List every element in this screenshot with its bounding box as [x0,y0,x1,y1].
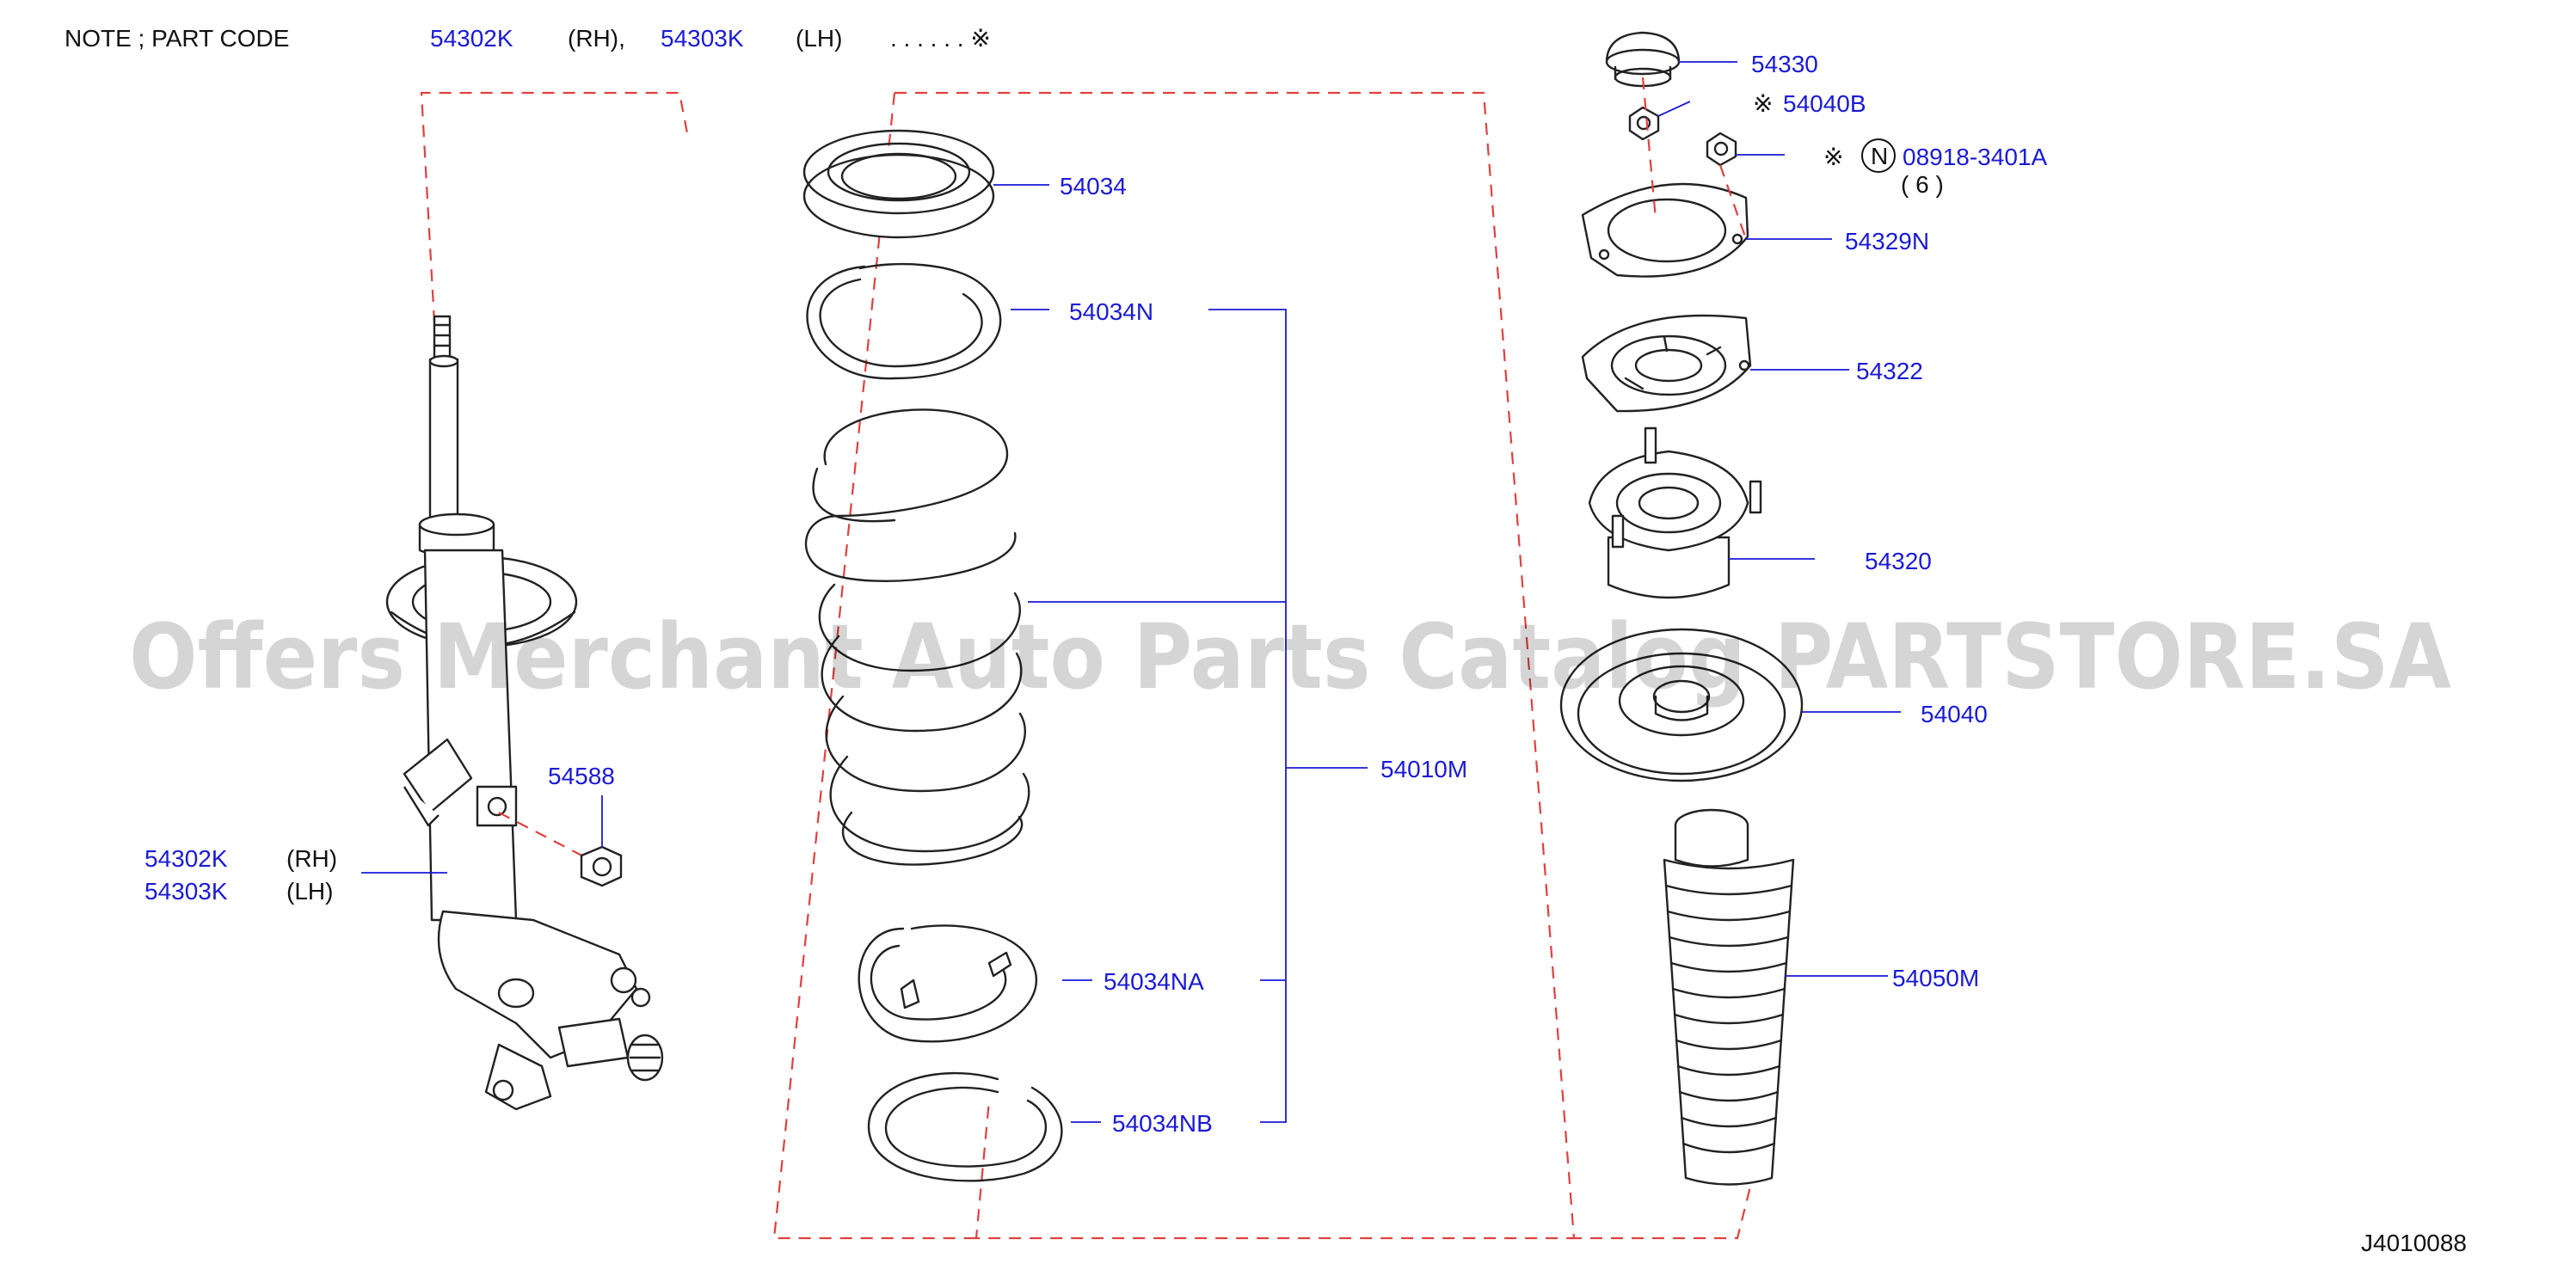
group-outline-strut [420,91,690,323]
label-54010M[interactable]: 54010M [1380,756,1467,782]
note-dots: . . . . . . ※ [890,25,991,52]
label-54588[interactable]: 54588 [548,763,615,789]
bolt-axis-line [1718,164,1748,240]
nut-guide-line [498,812,594,862]
label-54330[interactable]: 54330 [1751,51,1818,77]
n-circle [1861,138,1896,173]
insulator-drawing [1581,314,1752,413]
leader-54040B [1657,101,1691,117]
watermark: Offers Merchant Auto Parts Catalog PARTS… [129,604,2451,709]
spring-seat-drawing [802,129,995,239]
label-bolt-circle: N [1871,143,1888,169]
note-lh: (LH) [796,25,842,52]
label-54034NA[interactable]: 54034NA [1104,968,1204,995]
coil-spring-drawing [804,408,1030,866]
note-code-lh[interactable]: 54303K [661,25,744,52]
label-strut-rh: (RH) [286,845,337,872]
note-code-rh[interactable]: 54302K [430,25,513,52]
assembly-bracket-54010M [1208,309,1368,1123]
label-strut-lh-code[interactable]: 54303K [144,878,228,905]
label-54322[interactable]: 54322 [1856,358,1923,384]
label-08918-3401A[interactable]: 08918-3401A [1903,144,2047,170]
flange-nut-drawing [580,845,623,887]
mount-axis-line [1641,77,1657,220]
diagram-id: J4010088 [2361,1230,2467,1256]
note-rh: (RH), [568,25,625,52]
label-54034NB[interactable]: 54034NB [1112,1110,1213,1137]
label-strut-rh-code[interactable]: 54302K [144,845,228,872]
label-bolt-mark: ※ [1823,144,1843,170]
bearing-drawing [1559,628,1804,782]
note-prefix: NOTE ; PART CODE [65,25,289,52]
upper-rubber-seat-drawing [806,262,1002,380]
dust-cap-drawing [1605,31,1681,88]
label-54329N[interactable]: 54329N [1845,228,1929,255]
lock-nut-drawing [1628,106,1660,141]
label-54034[interactable]: 54034 [1060,173,1127,199]
group-outline-mount [1570,1186,1752,1240]
label-54040[interactable]: 54040 [1921,701,1988,727]
lower-rubber-seat-b-drawing [867,1072,1063,1182]
strut-mount-drawing [1588,426,1762,599]
header-note: NOTE ; PART CODE 54302K (RH), 54303K (LH… [65,25,991,52]
strut-assembly-drawing [385,315,664,1111]
label-54040B[interactable]: 54040B [1783,90,1866,117]
lower-rubber-seat-a-drawing [858,924,1038,1043]
label-54034N[interactable]: 54034N [1069,298,1153,325]
label-bolt-qty: ( 6 ) [1901,171,1944,198]
label-strut-lh: (LH) [286,878,333,905]
bound-bumper-drawing [1663,808,1795,1186]
mount-plate-drawing [1581,182,1749,278]
label-54050M[interactable]: 54050M [1892,965,1979,991]
mount-bolt-nut-drawing [1706,132,1737,167]
label-nut-mark: ※ [1753,90,1773,117]
label-54320[interactable]: 54320 [1865,548,1932,574]
